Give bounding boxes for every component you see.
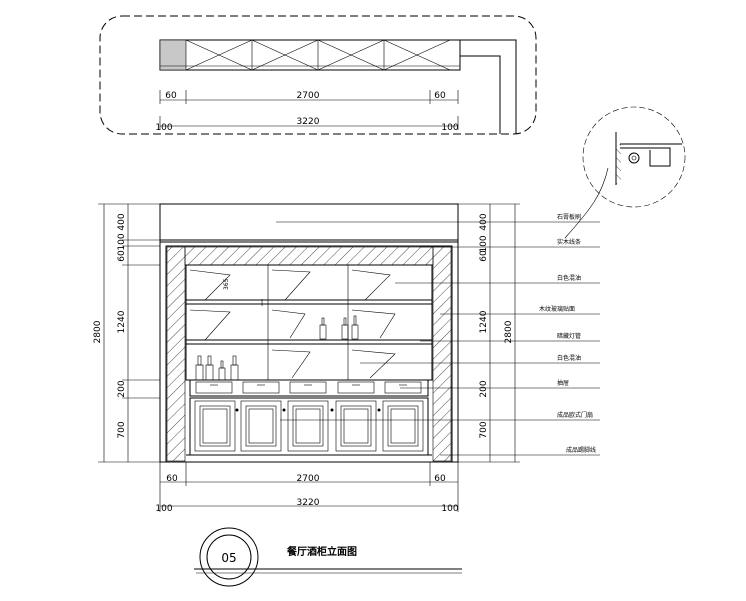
door-row (189, 397, 429, 456)
dim-left-200: 200 (117, 380, 127, 397)
dim-right-2800: 2800 (504, 320, 514, 343)
plan-wall (460, 39, 517, 134)
detail-callout (564, 106, 686, 239)
plan-column-block (159, 39, 187, 71)
plan-truss (160, 39, 460, 71)
label-hidden-light: 暗藏灯管 (557, 332, 581, 340)
plan-wall-inner (460, 55, 501, 134)
left-dimensions (98, 203, 160, 463)
plan-boundary (99, 15, 537, 135)
dim-total-height-left: 2800 (93, 320, 103, 343)
soffit (159, 203, 459, 243)
plan-cabinet (159, 39, 461, 71)
plan-dim-outer-mid: 3220 (297, 117, 320, 127)
bottles-upper (319, 315, 359, 340)
bottom-dim-inner-right: 60 (434, 474, 446, 484)
title-circle-inner (206, 534, 252, 580)
plan-dim-outer-right: 100 (441, 123, 458, 133)
label-white-paint-2: 白色混油 (557, 354, 581, 362)
title-circle-outer (199, 527, 259, 587)
label-drawer: 抽屉 (557, 379, 569, 387)
dim-right-200: 200 (479, 380, 489, 397)
plan-dim-outer-left: 100 (155, 123, 172, 133)
plan-dim-inner-mid: 2700 (297, 91, 320, 101)
dim-right-100: 100 (479, 235, 489, 252)
dim-right-1240: 1240 (479, 310, 489, 333)
label-leaders (276, 221, 600, 456)
plan-view: 60 2700 60 100 3220 100 (99, 15, 537, 135)
bottom-dimensions (159, 462, 459, 512)
plan-dim-inner-left: 60 (165, 91, 177, 101)
dim-left-60: 60 (117, 250, 127, 262)
dim-right-60: 60 (479, 250, 489, 262)
right-molding (432, 246, 452, 462)
dim-left-1240: 1240 (117, 310, 127, 333)
label-door: 成品欧式门扇 (557, 411, 593, 419)
left-molding (166, 246, 186, 462)
title-block: 05 餐厅酒柜立面图 (194, 527, 462, 587)
dim-right-700: 700 (479, 421, 489, 438)
plan-dimensions (159, 90, 459, 130)
shelf-dim-note: 365 (223, 278, 230, 290)
doors (194, 400, 424, 452)
drawer-row (189, 379, 429, 397)
label-wood-trim: 实木线条 (557, 238, 581, 246)
glass-reflections (189, 269, 396, 379)
bottom-dim-outer-mid: 3220 (297, 498, 320, 508)
material-labels: 石膏板刷 实木线条 白色混油 木纹玻璃贴面 暗藏灯管 白色混油 抽屉 成品欧式门… (539, 213, 596, 454)
bottles-lower (195, 355, 239, 381)
elevation-view: 365 (93, 203, 600, 514)
dim-left-400: 400 (117, 213, 127, 230)
label-white-paint-1: 白色混油 (557, 274, 581, 282)
bottom-dim-inner-left: 60 (166, 474, 178, 484)
dim-left-100: 100 (117, 233, 127, 250)
label-gypsum: 石膏板刷 (557, 213, 581, 221)
top-molding (184, 246, 434, 266)
drawing-title: 餐厅酒柜立面图 (286, 545, 357, 558)
plan-dim-inner-right: 60 (434, 91, 446, 101)
drawers (195, 381, 422, 394)
label-wood-glass: 木纹玻璃贴面 (539, 305, 575, 313)
bottom-dim-outer-right: 100 (441, 504, 458, 514)
bottom-dim-inner-mid: 2700 (297, 474, 320, 484)
label-baseboard: 成品踢脚线 (566, 446, 596, 454)
dim-left-700: 700 (117, 421, 127, 438)
cabinet-frame-inner (165, 245, 453, 463)
bottom-dim-outer-left: 100 (155, 504, 172, 514)
detail-circle (582, 106, 686, 208)
drawing-number: 05 (221, 551, 236, 565)
